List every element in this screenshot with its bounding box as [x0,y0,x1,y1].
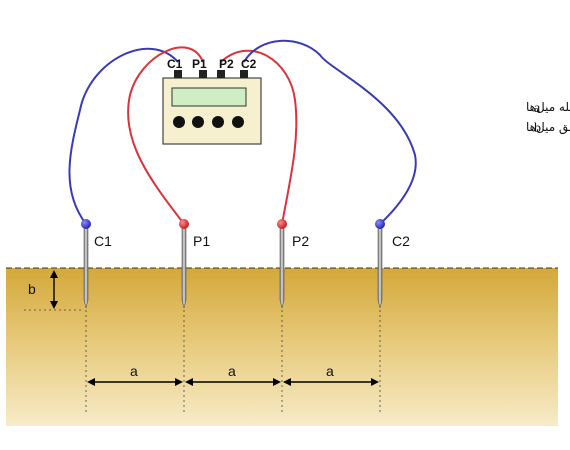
spacing-label: a [326,363,334,379]
spacing-label: a [130,363,138,379]
terminal-label-c2: C2 [241,57,257,71]
electrode-rod [377,225,383,309]
spacing-label: a [228,363,236,379]
electrode-label: C1 [94,233,112,249]
arrowhead-left [185,378,193,386]
legend-key: b [534,121,541,136]
electrode-label: P2 [292,233,309,249]
wire-c1 [68,47,179,225]
meter-knob [212,116,224,128]
arrowhead-left [283,378,291,386]
meter-knob [232,116,244,128]
depth-dimension: b [24,270,84,311]
legend: a فاصله میل‌ها b عمق میل‌ها [526,100,570,136]
depth-label: b [28,281,36,297]
legend-text: فاصله میل‌ها [526,100,570,114]
terminal-post-c2 [240,70,248,78]
electrode-cap-blue [375,219,385,229]
terminal-post-c1 [174,70,182,78]
electrode-label: P1 [193,233,210,249]
terminal-label-c1: C1 [167,57,183,71]
terminal-label-p2: P2 [219,57,234,71]
terminal-label-p1: P1 [192,57,207,71]
electrode-p2: P2 [277,219,309,309]
wire-p1 [127,46,204,225]
terminal-post-p2 [217,70,225,78]
arrowhead-right [273,378,281,386]
electrode-rod [83,225,89,309]
meter-knob [173,116,185,128]
wire-p2 [220,49,298,225]
electrode-c2: C2 [375,219,410,309]
arrowhead-down [50,301,58,309]
spacing-dimension-3: a [283,363,379,386]
electrode-cap-red [179,219,189,229]
electrode-rod [279,225,285,309]
legend-text: عمق میل‌ها [526,120,570,135]
arrowhead-right [371,378,379,386]
electrode-p1: P1 [179,219,210,309]
electrode-label: C2 [392,233,410,249]
meter-knob [192,116,204,128]
electrode-c1: C1 [81,219,112,309]
spacing-dimension-2: a [185,363,281,386]
arrowhead-right [175,378,183,386]
resistance-meter: C1 P1 P2 C2 [162,57,262,145]
electrode-rod [181,225,187,309]
electrode-cap-red [277,219,287,229]
arrowhead-left [87,378,95,386]
arrowhead-up [50,270,58,278]
spacing-dimension-1: a [87,363,183,386]
legend-key: a [534,101,541,116]
electrode-cap-blue [81,219,91,229]
meter-screen [171,87,247,107]
wire-c2 [243,39,417,225]
terminal-post-p1 [199,70,207,78]
